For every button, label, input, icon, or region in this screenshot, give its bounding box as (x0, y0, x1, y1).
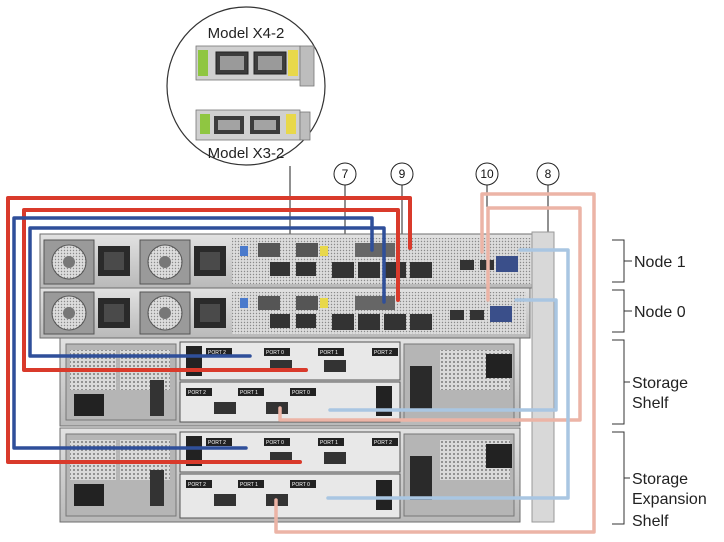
svg-text:PORT 2: PORT 2 (374, 440, 392, 446)
svg-text:PORT 2: PORT 2 (374, 350, 392, 356)
pink-cable-outer (274, 192, 596, 534)
pink-cable-inner (278, 206, 582, 422)
svg-text:PORT 2: PORT 2 (208, 350, 226, 356)
node-1-chassis (39, 233, 541, 289)
red-cable-outer (6, 196, 412, 464)
storage-shelf-label-line2: Shelf (632, 395, 669, 412)
red-cable-inner (22, 208, 400, 372)
lightblue-cable-outer (326, 248, 570, 500)
svg-text:9: 9 (399, 167, 406, 181)
node-1-label: Node 1 (634, 254, 686, 271)
svg-text:PORT 1: PORT 1 (240, 482, 258, 488)
x4-2-net-card (195, 45, 315, 87)
svg-text:PORT 0: PORT 0 (266, 440, 284, 446)
lightblue-cable-inner (328, 298, 558, 412)
expansion-shelf-label-line2: Expansion (632, 491, 707, 508)
inset-bottom-model-label: Model X3-2 (208, 145, 285, 162)
rack-rail (531, 231, 555, 523)
storage-shelf-bracket (612, 339, 630, 425)
node-1-bracket (612, 239, 632, 283)
svg-text:10: 10 (480, 167, 494, 181)
expansion-shelf-bracket (612, 431, 630, 525)
expansion-shelf-label-line1: Storage (632, 471, 688, 488)
blue-cable-inner (28, 226, 386, 358)
svg-text:PORT 1: PORT 1 (240, 390, 258, 396)
expansion-shelf-chassis: PORT 2 PORT 0 PORT 1 PORT 2 PORT 2 PORT … (59, 427, 521, 523)
svg-text:PORT 2: PORT 2 (188, 390, 206, 396)
svg-text:PORT 0: PORT 0 (292, 390, 310, 396)
svg-text:PORT 1: PORT 1 (320, 440, 338, 446)
svg-text:PORT 0: PORT 0 (292, 482, 310, 488)
node-0-chassis (39, 287, 531, 339)
svg-text:7: 7 (342, 167, 349, 181)
svg-text:PORT 2: PORT 2 (188, 482, 206, 488)
node-0-label: Node 0 (634, 304, 686, 321)
model-inset: Model X4-2 Model X3-2 (166, 6, 326, 255)
inset-top-model-label: Model X4-2 (208, 25, 285, 42)
svg-text:PORT 1: PORT 1 (320, 350, 338, 356)
x3-2-net-card (195, 109, 311, 141)
expansion-shelf-label-line3: Shelf (632, 513, 669, 530)
node-0-bracket (612, 289, 632, 333)
svg-text:8: 8 (545, 167, 552, 181)
storage-shelf-label-line1: Storage (632, 375, 688, 392)
svg-text:PORT 0: PORT 0 (266, 350, 284, 356)
svg-text:PORT 2: PORT 2 (208, 440, 226, 446)
cables (6, 192, 596, 534)
storage-shelf-chassis: PORT 2 PORT 0 PORT 1 PORT 2 PORT 2 PORT … (59, 337, 521, 427)
